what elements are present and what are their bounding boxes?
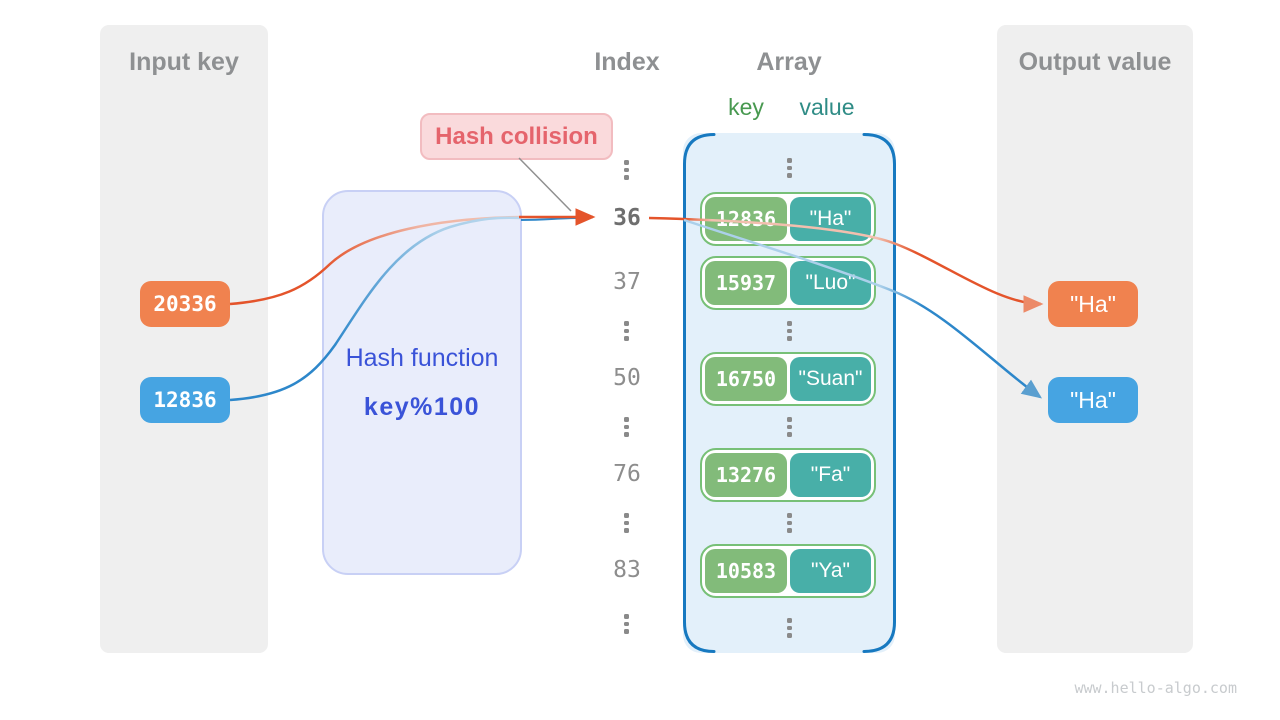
entry-value: "Ya" (790, 549, 871, 593)
ellipsis-icon (787, 321, 792, 341)
output-value-panel: Output value (997, 25, 1193, 653)
entry-value: "Luo" (790, 261, 871, 305)
entry-key: 16750 (705, 357, 787, 401)
index-item-83: 83 (613, 557, 641, 583)
ellipsis-icon (624, 417, 629, 437)
index-column-header: Index (594, 48, 660, 76)
array-entry: 10583 "Ya" (700, 544, 876, 598)
hash-function-box: Hash function key%100 (322, 190, 522, 575)
collision-pointer-line (518, 157, 572, 212)
entry-key: 15937 (705, 261, 787, 305)
array-value-header: value (799, 94, 855, 120)
input-key-title: Input key (129, 48, 239, 76)
index-item-50: 50 (613, 365, 641, 391)
array-entry: 13276 "Fa" (700, 448, 876, 502)
entry-key: 13276 (705, 453, 787, 497)
ellipsis-icon (787, 158, 792, 178)
index-item-76: 76 (613, 461, 641, 487)
array-entry: 15937 "Luo" (700, 256, 876, 310)
ellipsis-icon (787, 618, 792, 638)
ellipsis-icon (624, 513, 629, 533)
index-item-36: 36 (613, 205, 641, 231)
watermark: www.hello-algo.com (1074, 679, 1237, 697)
array-entry: 16750 "Suan" (700, 352, 876, 406)
ellipsis-icon (624, 321, 629, 341)
arrow-blue-to-index-36 (520, 217, 578, 221)
entry-key: 12836 (705, 197, 787, 241)
hash-function-title: Hash function (345, 344, 499, 372)
entry-value: "Suan" (790, 357, 871, 401)
input-key-chip-20336: 20336 (140, 281, 230, 327)
index-item-37: 37 (613, 269, 641, 295)
ellipsis-icon (787, 417, 792, 437)
hash-collision-label: Hash collision (420, 113, 613, 160)
array-column-header: Array (756, 48, 822, 76)
output-value-title: Output value (1018, 48, 1172, 76)
ellipsis-icon (787, 513, 792, 533)
output-value-chip-orange: "Ha" (1048, 281, 1138, 327)
output-value-chip-blue: "Ha" (1048, 377, 1138, 423)
ellipsis-icon (624, 614, 629, 634)
ellipsis-icon (624, 160, 629, 180)
entry-key: 10583 (705, 549, 787, 593)
entry-value: "Ha" (790, 197, 871, 241)
array-key-header: key (728, 94, 764, 120)
hash-function-formula: key%100 (363, 393, 481, 421)
input-key-panel: Input key (100, 25, 268, 653)
array-entry: 12836 "Ha" (700, 192, 876, 246)
input-key-chip-12836: 12836 (140, 377, 230, 423)
entry-value: "Fa" (790, 453, 871, 497)
